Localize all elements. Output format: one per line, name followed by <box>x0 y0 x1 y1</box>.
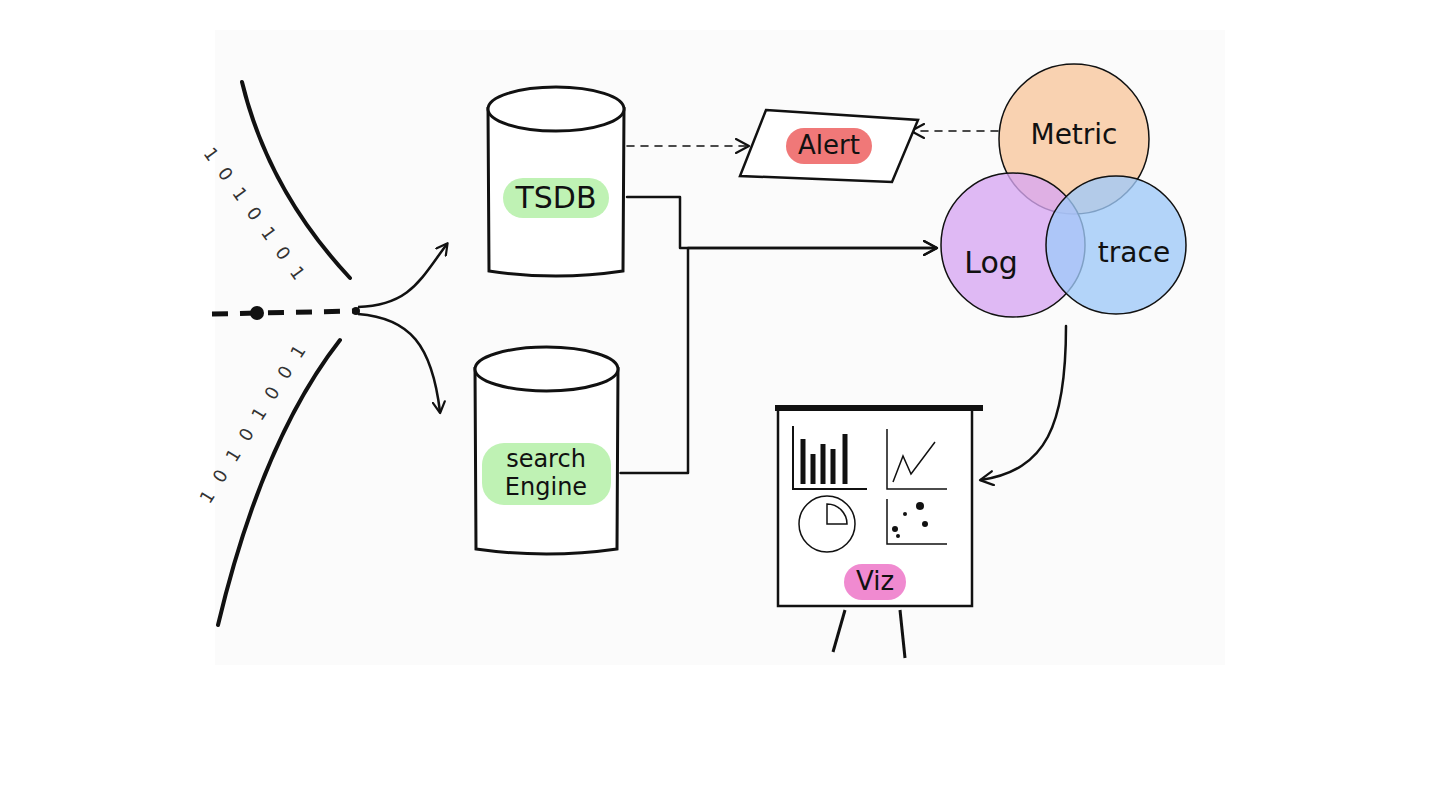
cylinder-body <box>475 367 618 554</box>
board-leg <box>900 610 905 658</box>
scatter-dot <box>892 526 898 532</box>
circle-outline <box>1046 176 1186 314</box>
connector-arrow <box>981 326 1066 480</box>
node-label: search Engine <box>482 443 611 504</box>
bar-chart-bar <box>811 454 816 484</box>
scatter-dot <box>922 521 928 527</box>
stream-dot <box>250 306 264 320</box>
connector-arrow <box>627 197 936 248</box>
scatter-dot <box>916 502 924 510</box>
connector-arrow <box>627 145 748 147</box>
scatter-dot <box>903 512 907 516</box>
node-label: Alert <box>786 128 872 164</box>
split-arrow-down <box>358 314 440 412</box>
pie-chart <box>799 496 855 552</box>
board-leg <box>833 610 845 652</box>
tsdb-cylinder: TSDB <box>485 85 627 277</box>
node-label: Log <box>964 246 1018 281</box>
scatter-axis <box>887 499 947 544</box>
parallelogram-outline <box>740 110 918 182</box>
trace-circle: trace <box>1045 175 1187 315</box>
node-label: trace <box>1098 237 1170 269</box>
node-label: TSDB <box>503 178 608 219</box>
bar-chart-bar <box>831 449 836 484</box>
pie-slice <box>827 504 847 524</box>
bar-chart-bar <box>801 439 806 484</box>
search-engine-cylinder: search Engine <box>472 345 621 555</box>
node-label: Viz <box>844 564 906 600</box>
split-arrow-up <box>358 244 447 307</box>
stream-line <box>212 311 358 314</box>
alert-parallelogram: Alert <box>738 108 920 184</box>
cylinder-top <box>475 347 618 391</box>
stream-wall-top <box>242 82 350 278</box>
cylinder-top <box>488 87 624 131</box>
bar-chart-bar <box>821 444 826 484</box>
line-chart <box>887 429 947 489</box>
scatter-dot <box>896 534 900 538</box>
bar-chart-bar <box>843 434 848 484</box>
viz-board: Viz <box>775 404 975 610</box>
bar-chart-axis <box>793 426 867 489</box>
node-label: Metric <box>1030 119 1117 151</box>
board-top-bar <box>775 405 983 411</box>
board-frame <box>778 408 972 606</box>
connector-arrow <box>912 130 998 132</box>
